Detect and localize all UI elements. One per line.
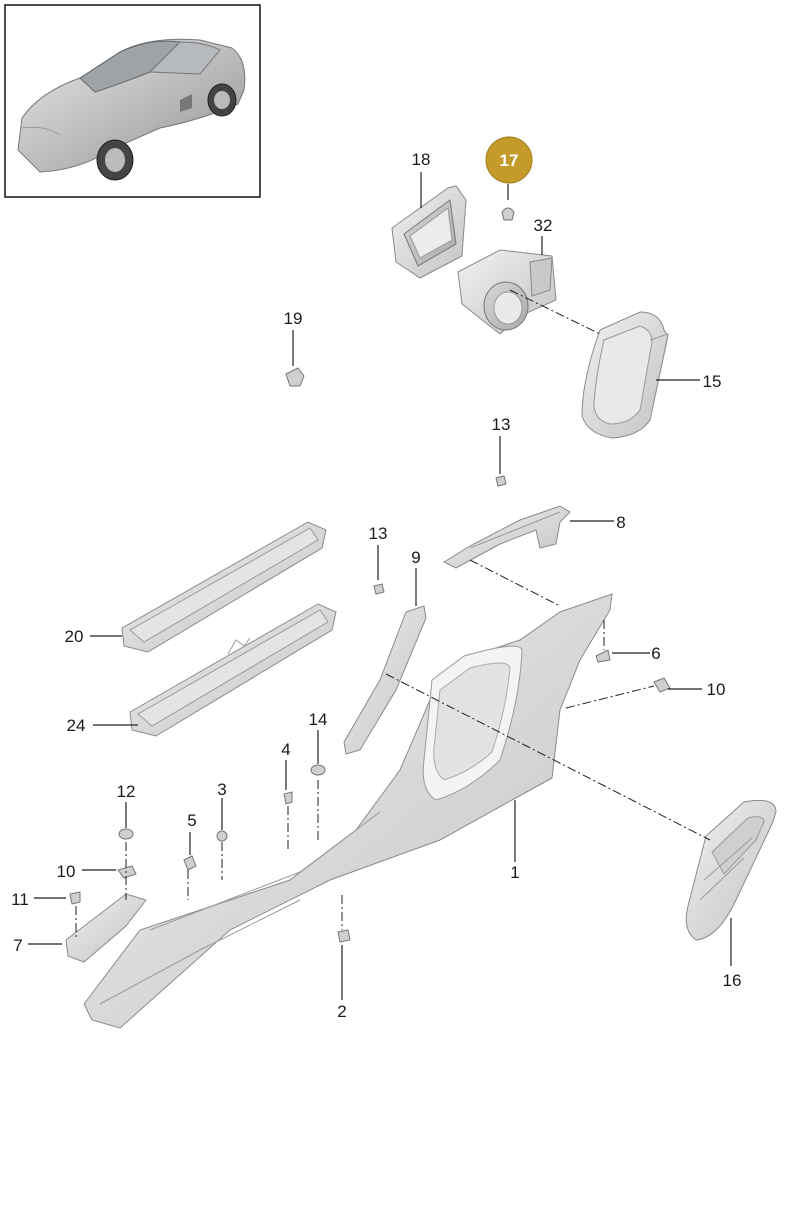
callout-7[interactable]: 7: [13, 936, 22, 955]
air-intake-trim-part[interactable]: [581, 311, 669, 439]
callout-13-lower[interactable]: 13: [369, 524, 388, 543]
fastener-6-part[interactable]: [595, 649, 611, 663]
callout-32[interactable]: 32: [534, 216, 553, 235]
callout-14[interactable]: 14: [309, 710, 328, 729]
car-overview-image[interactable]: [4, 4, 261, 198]
callout-17[interactable]: 17: [500, 151, 519, 170]
clip-17-part[interactable]: [501, 207, 515, 221]
callout-13-upper[interactable]: 13: [492, 415, 511, 434]
door-sill-trim-24-part[interactable]: [129, 603, 337, 737]
clip-10-right-part[interactable]: [653, 677, 671, 693]
callout-10-left[interactable]: 10: [57, 862, 76, 881]
callout-12[interactable]: 12: [117, 782, 136, 801]
clip-4-part[interactable]: [283, 791, 293, 805]
callout-8[interactable]: 8: [616, 513, 625, 532]
callout-19[interactable]: 19: [284, 309, 303, 328]
clip-2-part[interactable]: [337, 929, 351, 943]
callout-2[interactable]: 2: [337, 1002, 346, 1021]
side-panel-part[interactable]: [83, 593, 613, 1029]
clip-3-part[interactable]: [216, 830, 228, 842]
clip-19-part[interactable]: [285, 367, 305, 387]
callout-5[interactable]: 5: [187, 811, 196, 830]
clip-11-part[interactable]: [69, 891, 81, 905]
callout-4[interactable]: 4: [281, 740, 290, 759]
air-duct-part[interactable]: [391, 185, 467, 279]
clip-10-left-part[interactable]: [117, 865, 137, 879]
highlight-badge: [485, 136, 533, 184]
clip-12-part[interactable]: [118, 828, 134, 840]
nut-13-lower-part[interactable]: [373, 583, 385, 595]
callout-10-right[interactable]: 10: [707, 680, 726, 699]
clip-5-part[interactable]: [183, 855, 197, 871]
air-grille-16-part[interactable]: [685, 799, 777, 941]
leader-lines: [28, 172, 732, 1000]
callout-16[interactable]: 16: [723, 971, 742, 990]
air-guide-part[interactable]: [457, 249, 557, 335]
seal-strip-9-part[interactable]: [343, 605, 427, 755]
callout-15[interactable]: 15: [703, 372, 722, 391]
callout-labels: 17 18 32 19 15 13 8 13 9 20 6 10 24 14 4…: [11, 150, 741, 1021]
callout-3[interactable]: 3: [217, 780, 226, 799]
bracket-8-part[interactable]: [442, 505, 571, 569]
callout-1[interactable]: 1: [510, 863, 519, 882]
callout-24[interactable]: 24: [67, 716, 86, 735]
callout-11[interactable]: 11: [11, 890, 29, 909]
door-sill-trim-20-part[interactable]: [121, 521, 327, 653]
callout-6[interactable]: 6: [651, 644, 660, 663]
callout-18[interactable]: 18: [412, 150, 431, 169]
clip-14-part[interactable]: [310, 764, 326, 776]
nut-13-upper-part[interactable]: [495, 475, 507, 487]
callout-20[interactable]: 20: [65, 627, 84, 646]
assembly-lines: [75, 289, 711, 940]
callout-9[interactable]: 9: [411, 548, 420, 567]
